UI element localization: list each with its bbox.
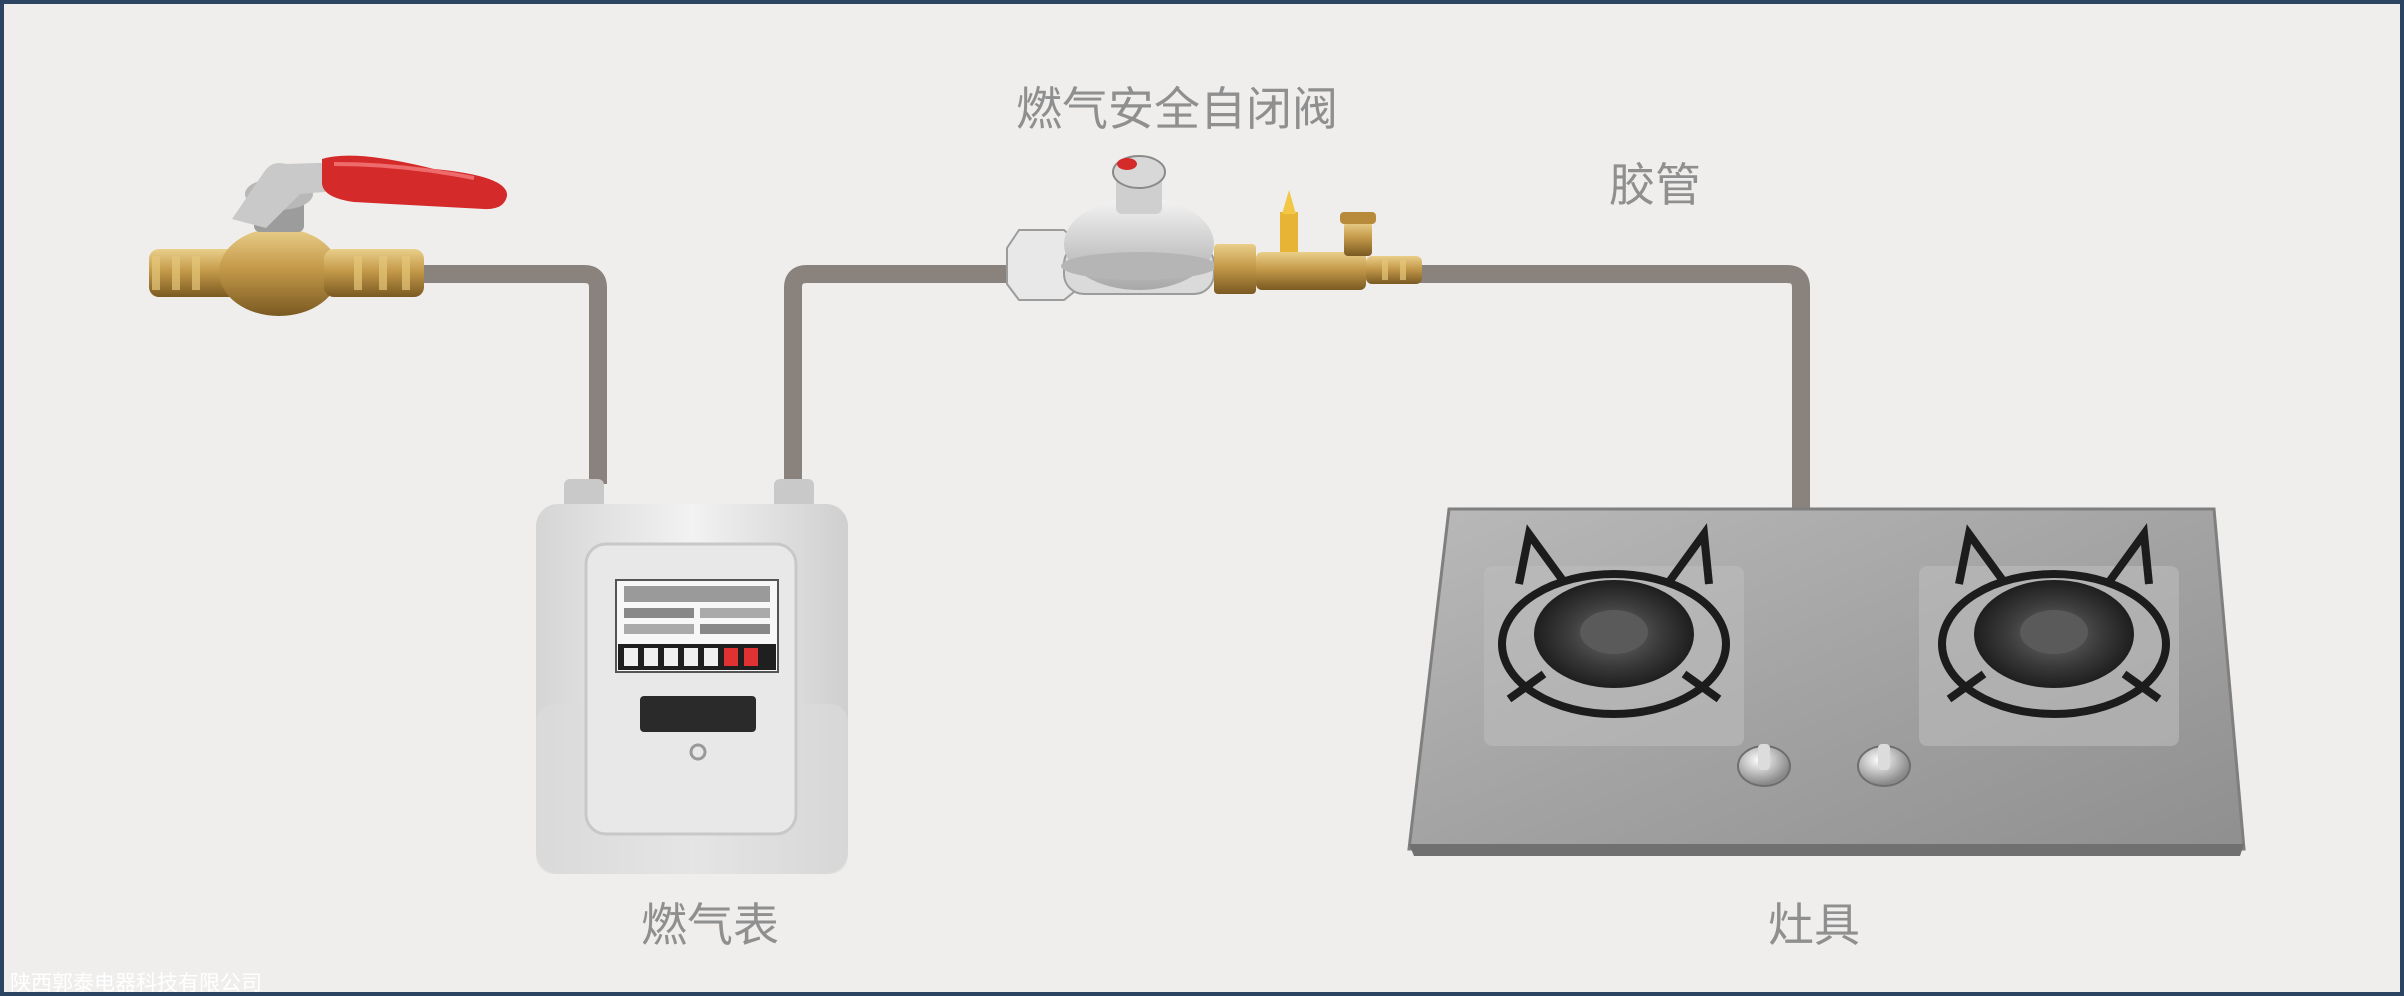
double-burner-gas-stove-icon bbox=[1407, 507, 2246, 856]
hose-to-stove bbox=[1414, 265, 1810, 512]
label-hose: 胶管 bbox=[1609, 158, 1701, 212]
brass-ball-valve-icon bbox=[149, 155, 508, 316]
pipe-meter-to-safety-valve bbox=[784, 265, 1014, 484]
gas-system-diagram bbox=[149, 155, 2246, 874]
label-gas-meter: 燃气表 bbox=[641, 898, 779, 952]
label-stove: 灶具 bbox=[1768, 898, 1860, 952]
watermark-text: 陕西郭泰电器科技有限公司 bbox=[10, 971, 262, 995]
gas-meter-icon bbox=[536, 479, 848, 874]
pipe-valve-to-meter bbox=[424, 265, 607, 484]
label-safety-valve: 燃气安全自闭阀 bbox=[1016, 82, 1338, 136]
safety-shutoff-valve-icon bbox=[1006, 155, 1422, 301]
